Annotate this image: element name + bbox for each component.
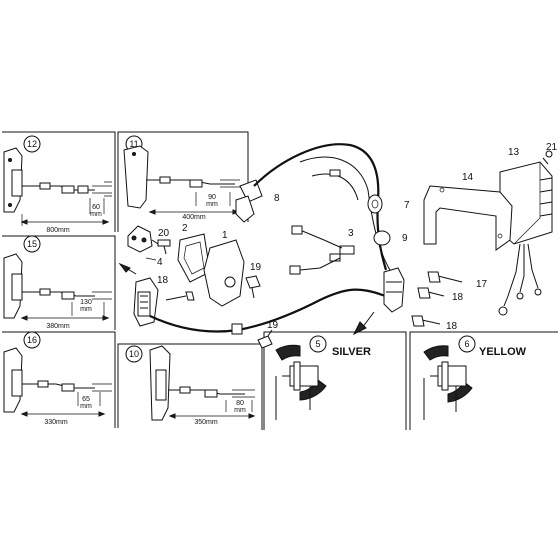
inset-11-number: 11	[129, 139, 138, 149]
part-21-screw	[542, 150, 553, 165]
part-18-screw-left	[165, 291, 195, 301]
part-1-cover	[203, 239, 245, 307]
part-4-switch	[127, 225, 159, 261]
label-part-2: 2	[182, 223, 188, 234]
inset-5-color-label: SILVER	[332, 346, 371, 358]
inset-10-number: 10	[129, 349, 139, 359]
label-part-21: 21	[546, 142, 558, 153]
inset-6: 6 YELLOW	[409, 331, 558, 430]
inset-11-dimension: 400mm	[182, 214, 206, 221]
main-ignition-coil-unit	[383, 267, 405, 313]
inset-16-number: 16	[27, 335, 37, 345]
label-part-7: 7	[404, 200, 410, 211]
label-part-1: 1	[222, 230, 228, 241]
label-part-20: 20	[158, 228, 170, 239]
part-18-bolt-right-upper	[417, 287, 445, 299]
inset-12-dimension: 800mm	[46, 227, 70, 234]
inset-6-flywheel-arc	[423, 345, 449, 361]
inset-10: 10 80 mm 350mm	[117, 343, 263, 430]
label-part-9: 9	[402, 233, 408, 244]
label-part-18-b: 18	[452, 292, 464, 303]
inset-12-sub-unit: mm	[90, 211, 102, 218]
part-2-gasket	[177, 233, 211, 283]
inset-15-number: 15	[27, 239, 37, 249]
part-9-clamp	[373, 230, 391, 246]
part-19-bolt-upper	[245, 275, 261, 299]
inset-12-number: 12	[27, 139, 37, 149]
inset-6-number: 6	[464, 339, 469, 349]
inset-5: 5 SILVER	[263, 331, 407, 430]
inset-5-number: 5	[315, 339, 320, 349]
inset-12: 12 60 mm 800mm	[2, 131, 116, 234]
main-harness-wire	[149, 288, 386, 333]
inset-12-sub-dimension: 60	[92, 204, 100, 211]
inset-12-callout-circle	[23, 135, 41, 153]
inset-16-dimension: 330mm	[44, 419, 68, 426]
part-19-bolt-lower	[257, 329, 273, 349]
inset-11-coil-bracket	[123, 145, 149, 209]
inset-15-dimension: 380mm	[46, 323, 70, 330]
part-18-bolt-right-lower	[411, 315, 441, 327]
main-assembly: 4 20 18 2	[118, 142, 558, 349]
inset-16: 16 65 mm 330mm	[2, 331, 116, 428]
main-ignition-coil	[133, 277, 159, 327]
inset-16-sub-dimension: 65	[82, 396, 90, 403]
part-3-connectors	[289, 225, 355, 275]
inset-15-sub-unit: mm	[80, 306, 92, 313]
label-part-14: 14	[462, 172, 474, 183]
label-part-4: 4	[157, 257, 163, 268]
label-part-19-a: 19	[250, 262, 262, 273]
inset-10-sub-dimension: 80	[236, 400, 244, 407]
part-17-bolt	[427, 271, 463, 283]
inset-5-flywheel-arc	[275, 344, 301, 361]
inset-11: 11 90 mm 400mm	[117, 131, 249, 232]
label-part-18-c: 18	[446, 321, 458, 332]
inset-15: 15 130 mm 380mm	[2, 235, 116, 330]
part-14-bracket	[423, 185, 513, 251]
part-8-plug-cap	[235, 179, 263, 223]
inset-16-sub-unit: mm	[80, 403, 92, 410]
label-part-19-b: 19	[267, 320, 279, 331]
part-7-grommet	[367, 194, 383, 214]
label-part-8: 8	[274, 193, 280, 204]
inset-10-dimension: 350mm	[194, 419, 218, 426]
label-part-17: 17	[476, 279, 488, 290]
inset-15-sub-dimension: 130	[80, 299, 92, 306]
label-part-13: 13	[508, 147, 520, 158]
part-20-screw	[157, 239, 171, 255]
inset-11-sub-dimension: 90	[208, 194, 216, 201]
inset-10-sub-unit: mm	[234, 407, 246, 414]
label-part-3: 3	[348, 228, 354, 239]
inset-6-color-label: YELLOW	[479, 346, 527, 358]
inset-11-sub-unit: mm	[206, 201, 218, 208]
label-part-18-a: 18	[157, 275, 169, 286]
